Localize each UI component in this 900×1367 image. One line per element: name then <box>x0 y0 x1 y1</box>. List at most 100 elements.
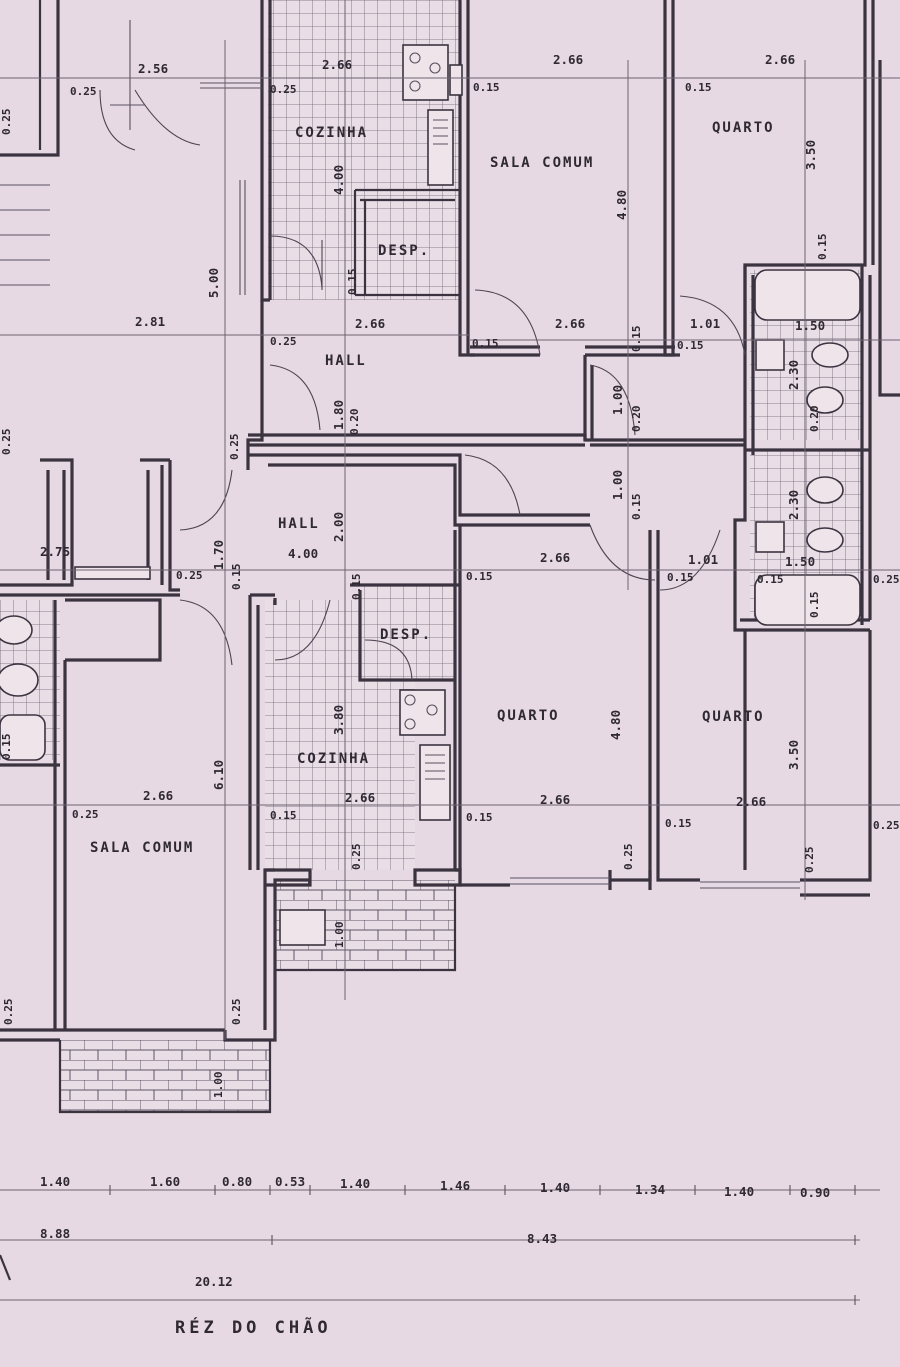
dim-label: 2.56 <box>138 61 168 76</box>
dim-label: 2.66 <box>540 550 570 565</box>
room-label-hall-lower: HALL <box>278 516 320 532</box>
dim-label: 2.66 <box>765 52 795 67</box>
doors <box>99 89 746 681</box>
bottom-dim-label: 1.34 <box>635 1182 665 1197</box>
dim-label: 2.66 <box>345 790 375 805</box>
dim-label-vertical: 5.00 <box>206 268 221 298</box>
bottom-dim-label: 1.40 <box>340 1176 370 1191</box>
dim-label: 0.15 <box>472 337 499 350</box>
bottom-dim-label: 0.53 <box>275 1174 305 1189</box>
dim-label: 0.15 <box>466 811 493 824</box>
dim-label: 2.66 <box>555 316 585 331</box>
bottom-dim-label: 1.40 <box>540 1180 570 1195</box>
bottom-dim-label: 1.40 <box>40 1174 70 1189</box>
dim-label: 0.25 <box>176 569 203 582</box>
dim-label: 2.81 <box>135 314 165 329</box>
room-label-sala-comum-lower: SALA COMUM <box>90 840 194 856</box>
dim-label: 4.00 <box>288 546 318 561</box>
dim-label-vertical: 0.25 <box>2 999 15 1026</box>
room-label-quarto-upper: QUARTO <box>712 120 775 136</box>
dim-label-vertical: 2.30 <box>786 360 801 390</box>
dim-label-vertical: 3.50 <box>803 140 818 170</box>
bottom-dim-label: 0.80 <box>222 1174 252 1189</box>
walls <box>0 0 900 1114</box>
dim-label: 2.66 <box>355 316 385 331</box>
bottom-dim-label: 8.88 <box>40 1226 70 1241</box>
dim-label-vertical: 0.15 <box>0 734 13 761</box>
dim-label-vertical: 1.00 <box>212 1072 225 1099</box>
dim-label-vertical: 0.15 <box>630 494 643 521</box>
room-label-quarto-lower-middle: QUARTO <box>497 708 560 724</box>
room-label-quarto-lower-right: QUARTO <box>702 709 765 725</box>
dim-label: 0.15 <box>757 573 784 586</box>
dim-label-vertical: 0.25 <box>230 999 243 1026</box>
dim-label: 0.15 <box>466 570 493 583</box>
dim-label-vertical: 4.80 <box>614 190 629 220</box>
dim-label: 2.66 <box>540 792 570 807</box>
bottom-dim-label: 1.60 <box>150 1174 180 1189</box>
dim-label-vertical: 1.70 <box>211 540 226 570</box>
dim-label-vertical: 0.25 <box>350 844 363 871</box>
dim-label: 2.75 <box>40 544 70 559</box>
dim-label-vertical: 6.10 <box>211 760 226 790</box>
dim-label-vertical: 0.20 <box>808 406 821 433</box>
bottom-dim-label: 20.12 <box>195 1274 233 1289</box>
dim-label: 1.50 <box>795 318 825 333</box>
dim-label-vertical: 0.15 <box>350 574 363 601</box>
dim-label: 0.25 <box>72 808 99 821</box>
dim-label-vertical: 2.00 <box>331 512 346 542</box>
dim-label: 0.25 <box>270 83 297 96</box>
room-label-sala-comum-upper: SALA COMUM <box>490 155 594 171</box>
dim-label-vertical: 4.80 <box>608 710 623 740</box>
dim-label: 0.25 <box>70 85 97 98</box>
dim-label: 0.25 <box>873 819 900 832</box>
dim-label: 2.66 <box>736 794 766 809</box>
dim-label: 1.50 <box>785 554 815 569</box>
dim-label-vertical: 0.25 <box>0 109 13 136</box>
dim-label: 0.25 <box>873 573 900 586</box>
dim-label-vertical: 0.20 <box>630 406 643 433</box>
dim-label-vertical: 1.80 <box>331 400 346 430</box>
dim-label: 0.15 <box>677 339 704 352</box>
dim-label: 0.15 <box>667 571 694 584</box>
dim-label-vertical: 4.00 <box>331 165 346 195</box>
bottom-dim-label: 8.43 <box>527 1231 557 1246</box>
bottom-dim-label: 1.40 <box>724 1184 754 1199</box>
dim-label-vertical: 0.15 <box>230 564 243 591</box>
bottom-dim-label: 1.46 <box>440 1178 470 1193</box>
dim-label-vertical: 1.00 <box>610 470 625 500</box>
bottom-dimension-chain: 1.40 1.60 0.80 0.53 1.40 1.46 1.40 1.34 … <box>40 1174 830 1338</box>
dim-label-vertical: 0.15 <box>816 234 829 261</box>
room-label-hall-upper: HALL <box>325 353 367 369</box>
room-label-cozinha-lower: COZINHA <box>297 751 370 767</box>
dim-label: 2.66 <box>143 788 173 803</box>
dim-label-vertical: 0.25 <box>228 434 241 461</box>
dim-label: 0.15 <box>473 81 500 94</box>
plan-title: RÉZ DO CHÃO <box>175 1315 332 1338</box>
room-labels: COZINHA SALA COMUM QUARTO DESP. HALL HAL… <box>90 120 775 856</box>
dim-label: 0.15 <box>270 809 297 822</box>
dim-label-vertical: 0.15 <box>346 269 359 296</box>
fixtures <box>0 20 861 946</box>
dim-label-vertical: 3.50 <box>786 740 801 770</box>
dim-label-vertical: 3.80 <box>331 705 346 735</box>
dim-label-vertical: 1.00 <box>610 385 625 415</box>
room-label-cozinha-upper: COZINHA <box>295 125 368 141</box>
dim-label: 0.15 <box>685 81 712 94</box>
dim-label: 1.01 <box>688 552 718 567</box>
dim-label-vertical: 1.00 <box>333 922 346 949</box>
dim-label-vertical: 0.25 <box>0 429 13 456</box>
bottom-dim-label: 0.90 <box>800 1185 830 1200</box>
dim-label-vertical: 0.15 <box>630 326 643 353</box>
dim-label-vertical: 0.25 <box>622 844 635 871</box>
room-label-desp-lower: DESP. <box>380 627 432 643</box>
dim-label-vertical: 0.15 <box>808 592 821 619</box>
dim-label-vertical: 2.30 <box>786 490 801 520</box>
dim-label-vertical: 0.25 <box>803 847 816 874</box>
room-label-desp-upper: DESP. <box>378 243 430 259</box>
dim-label: 1.01 <box>690 316 720 331</box>
dim-label: 0.15 <box>665 817 692 830</box>
dim-label: 2.66 <box>553 52 583 67</box>
dimension-labels: 2.66 2.66 2.66 2.56 0.25 0.25 0.15 0.15 … <box>0 52 900 1098</box>
